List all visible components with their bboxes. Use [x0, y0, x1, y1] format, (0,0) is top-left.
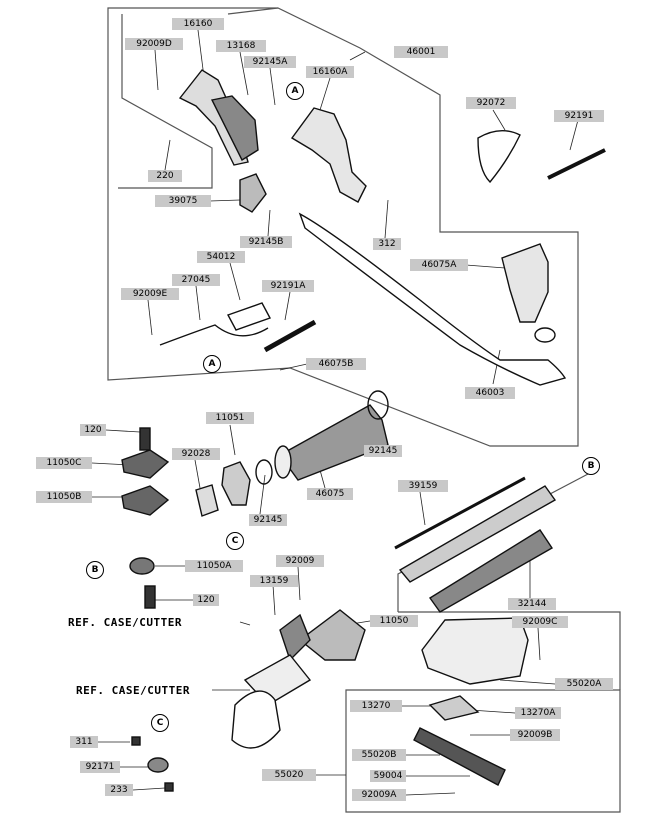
- part-label-220: 220: [148, 170, 182, 182]
- part-label-46003: 46003: [465, 387, 515, 399]
- part-label-92072: 92072: [466, 97, 516, 109]
- callout-a-bottom: A: [203, 355, 221, 373]
- part-label-16160: 16160: [172, 18, 224, 30]
- part-label-16160A: 16160A: [306, 66, 354, 78]
- part-label-11050B: 11050B: [36, 491, 92, 503]
- part-label-13168: 13168: [216, 40, 266, 52]
- callout-b-left: B: [86, 561, 104, 579]
- part-label-92191A: 92191A: [262, 280, 314, 292]
- part-label-27045: 27045: [172, 274, 220, 286]
- part-label-92171: 92171: [80, 761, 120, 773]
- part-label-54012: 54012: [197, 251, 245, 263]
- part-label-92009B: 92009B: [510, 729, 560, 741]
- part-label-32144: 32144: [508, 598, 556, 610]
- part-label-11051: 11051: [206, 412, 254, 424]
- part-label-92145A: 92145A: [244, 56, 296, 68]
- part-label-92009C: 92009C: [512, 616, 568, 628]
- part-label-46001: 46001: [394, 46, 448, 58]
- part-label-120-top: 120: [80, 424, 106, 436]
- part-label-120-bottom: 120: [193, 594, 219, 606]
- part-label-46075B: 46075B: [306, 358, 366, 370]
- part-label-39075: 39075: [155, 195, 211, 207]
- part-label-13270A: 13270A: [515, 707, 561, 719]
- ref-case-cutter-lower: REF. CASE/CUTTER: [76, 684, 190, 697]
- part-label-11050C: 11050C: [36, 457, 92, 469]
- part-label-92009A: 92009A: [352, 789, 406, 801]
- part-label-233: 233: [105, 784, 133, 796]
- callout-b-right: B: [582, 457, 600, 475]
- part-label-311: 311: [70, 736, 98, 748]
- part-label-92009E: 92009E: [121, 288, 179, 300]
- part-label-55020: 55020: [262, 769, 316, 781]
- part-label-11050A: 11050A: [185, 560, 243, 572]
- part-label-92145-lower: 92145: [249, 514, 287, 526]
- callout-c-middle: C: [226, 532, 244, 550]
- part-label-55020B: 55020B: [352, 749, 406, 761]
- part-label-13270: 13270: [350, 700, 402, 712]
- part-label-39159: 39159: [398, 480, 448, 492]
- part-label-92145-upper: 92145: [364, 445, 402, 457]
- part-label-92009: 92009: [276, 555, 324, 567]
- callout-a-top: A: [286, 82, 304, 100]
- part-label-13159: 13159: [250, 575, 298, 587]
- part-label-46075A: 46075A: [410, 259, 468, 271]
- part-label-11050: 11050: [370, 615, 418, 627]
- part-label-312: 312: [373, 238, 401, 250]
- part-label-92028: 92028: [172, 448, 220, 460]
- part-label-59004: 59004: [370, 770, 406, 782]
- part-label-92191: 92191: [554, 110, 604, 122]
- part-label-46075: 46075: [307, 488, 353, 500]
- callout-c-bottom: C: [151, 714, 169, 732]
- ref-case-cutter-upper: REF. CASE/CUTTER: [68, 616, 182, 629]
- part-label-55020A: 55020A: [555, 678, 613, 690]
- part-label-92009D: 92009D: [125, 38, 183, 50]
- part-label-92145B: 92145B: [240, 236, 292, 248]
